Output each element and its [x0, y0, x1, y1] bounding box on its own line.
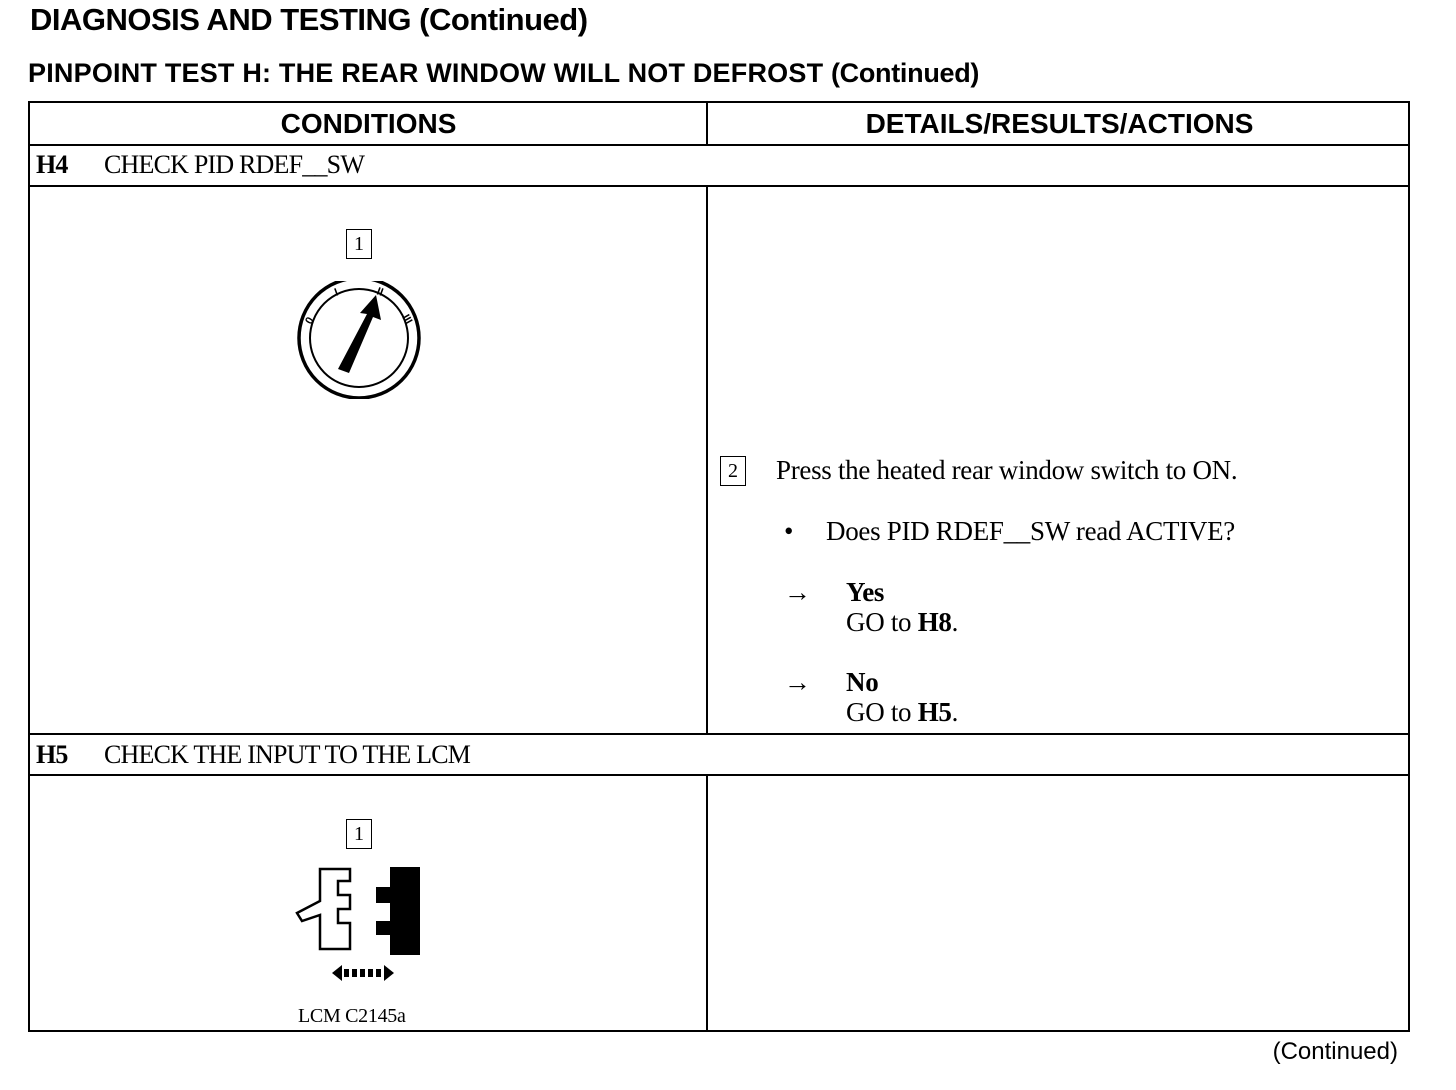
ignition-label: II [375, 286, 385, 299]
column-header-details: DETAILS/RESULTS/ACTIONS [865, 108, 1254, 139]
connector-disconnect-icon [295, 867, 420, 981]
bullet-glyph: • [784, 516, 794, 546]
arrow-right-icon: → [784, 577, 811, 607]
step-title: CHECK PID RDEF__SW [104, 150, 365, 179]
page-title: DIAGNOSIS AND TESTING (Continued) [30, 2, 588, 37]
step-title: CHECK THE INPUT TO THE LCM [104, 740, 471, 769]
column-divider [706, 774, 708, 1032]
action-prefix: GO to [846, 697, 918, 727]
arrow-right-icon: → [784, 667, 811, 697]
action-prefix: GO to [846, 607, 918, 637]
column-header-conditions: CONDITIONS [280, 108, 457, 139]
table-rule [30, 733, 1408, 735]
column-divider [706, 103, 708, 144]
step-id: H4 [36, 150, 68, 179]
pinpoint-test-title: PINPOINT TEST H: THE REAR WINDOW WILL NO… [28, 58, 979, 89]
table-rule [30, 185, 1408, 187]
callout-marker: 1 [346, 229, 372, 259]
action-suffix: . [951, 697, 959, 727]
action-suffix: . [951, 607, 959, 637]
action-no: GO to H5. [846, 697, 958, 728]
ignition-label: I [333, 286, 340, 298]
question-text: Does PID RDEF__SW read ACTIVE? [826, 516, 1235, 546]
step-row-h4: H4 CHECK PID RDEF__SW [36, 145, 365, 185]
action-target: H8 [917, 607, 952, 637]
action-target: H5 [917, 697, 952, 727]
action-yes: GO to H8. [846, 607, 958, 638]
test-title-text: PINPOINT TEST H: THE REAR WINDOW WILL NO… [28, 58, 824, 88]
step-row-h5: H5 CHECK THE INPUT TO THE LCM [36, 735, 471, 775]
callout-marker: 2 [720, 456, 746, 486]
answer-yes: Yes [846, 577, 885, 607]
table-rule [30, 774, 1408, 776]
column-divider [706, 185, 708, 733]
step-id: H5 [36, 740, 68, 769]
test-title-continued: (Continued) [830, 58, 980, 88]
connector-caption: LCM C2145a [298, 1005, 406, 1027]
ignition-switch-icon: 0 I II III [297, 281, 421, 399]
callout-marker: 1 [346, 819, 372, 849]
instruction-text: Press the heated rear window switch to O… [776, 455, 1238, 485]
table-rule [30, 144, 1408, 146]
continued-footer: (Continued) [1272, 1038, 1398, 1065]
answer-no: No [846, 667, 879, 697]
ignition-label: 0 [303, 315, 316, 326]
